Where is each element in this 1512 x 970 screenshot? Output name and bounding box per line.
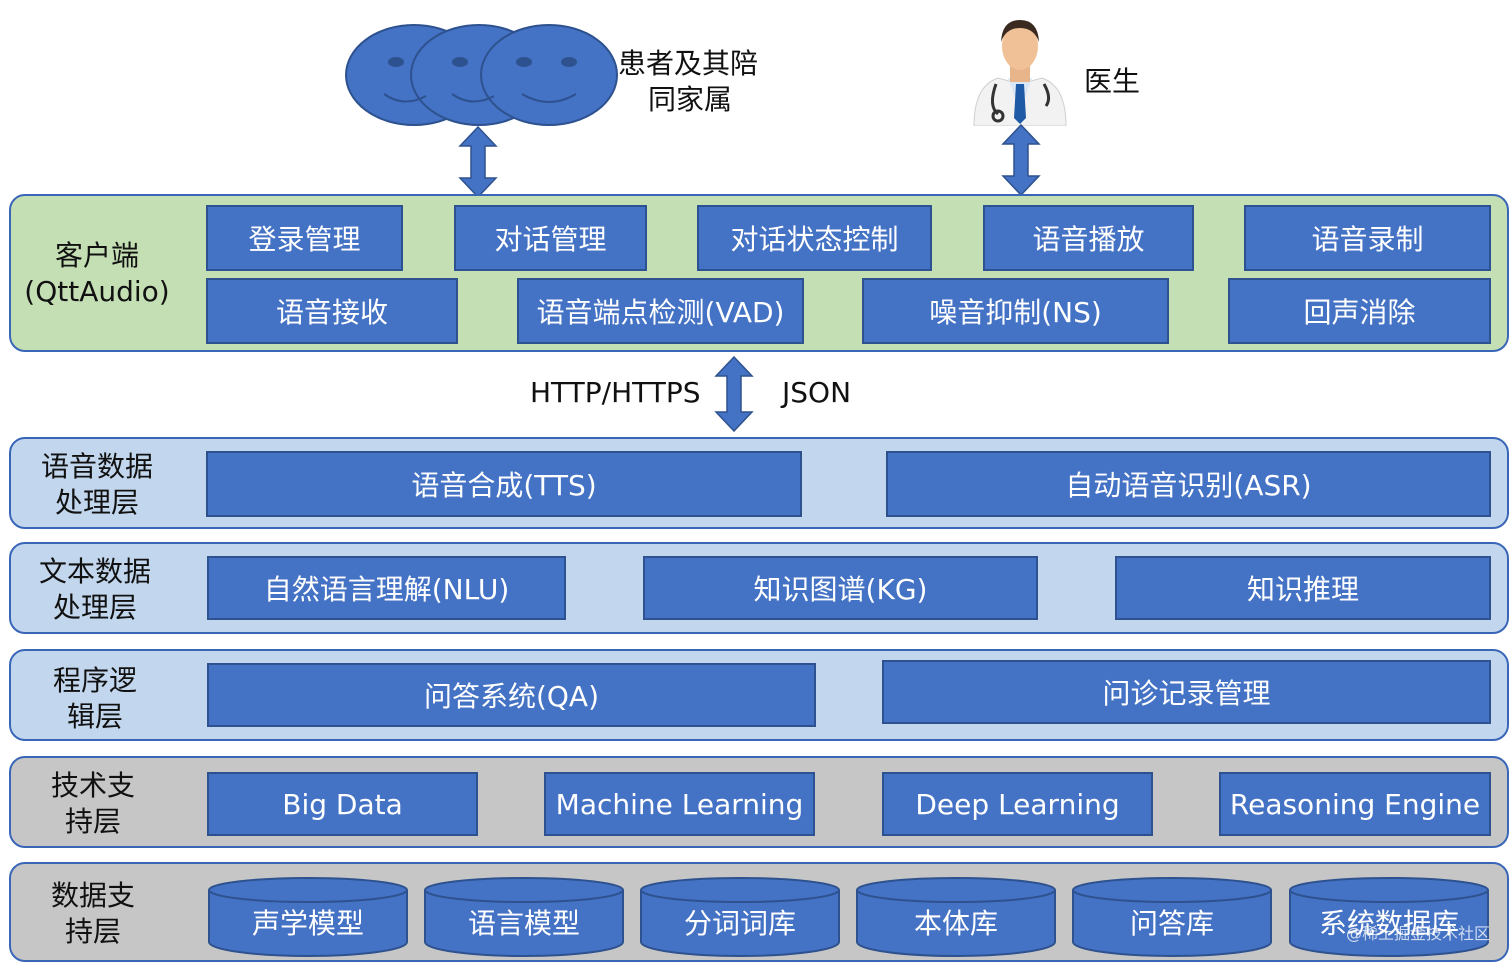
text-label-line2: 处理层 bbox=[52, 591, 137, 624]
data-label-line1: 数据支 bbox=[50, 879, 135, 912]
logic-label-line2: 辑层 bbox=[66, 700, 123, 733]
watermark: @稀土掘金技术社区 bbox=[1345, 924, 1490, 943]
qa-system-box: 问答系统(QA) bbox=[207, 663, 816, 727]
dialog-management-box: 对话管理 bbox=[454, 205, 647, 271]
language-model-label: 语言模型 bbox=[467, 907, 580, 940]
database-icon bbox=[1072, 877, 1272, 957]
big-data-box: Big Data bbox=[207, 772, 478, 836]
client-layer-label: 客户端 (QttAudio) bbox=[11, 238, 183, 310]
dialog-state-control-box: 对话状态控制 bbox=[697, 205, 932, 271]
qa-db-label: 问答库 bbox=[1129, 907, 1214, 940]
acoustic-model-label: 声学模型 bbox=[251, 907, 364, 940]
noise-suppression-box: 噪音抑制(NS) bbox=[862, 278, 1169, 344]
database-icon bbox=[424, 877, 624, 957]
nlu-box: 自然语言理解(NLU) bbox=[207, 556, 566, 620]
speech-label-line2: 处理层 bbox=[54, 486, 139, 519]
text-label-line1: 文本数据 bbox=[38, 555, 151, 588]
ontology-label: 本体库 bbox=[913, 907, 998, 940]
database-icon bbox=[1289, 877, 1489, 957]
doctor-label: 医生 bbox=[1084, 65, 1141, 98]
system-db: 系统数据库 bbox=[1288, 876, 1490, 958]
deep-learning-box: Deep Learning bbox=[882, 772, 1153, 836]
tech-label-line2: 持层 bbox=[64, 805, 121, 838]
knowledge-reasoning-box: 知识推理 bbox=[1115, 556, 1491, 620]
protocol-label: HTTP/HTTPS bbox=[530, 376, 701, 409]
tech-layer-label: 技术支 持层 bbox=[11, 768, 175, 840]
ontology-db: 本体库 bbox=[855, 876, 1057, 958]
audio-receive-box: 语音接收 bbox=[206, 278, 458, 344]
database-icon bbox=[208, 877, 408, 957]
patient-faces-icon bbox=[345, 24, 618, 126]
format-label: JSON bbox=[782, 376, 852, 409]
machine-learning-box: Machine Learning bbox=[544, 772, 815, 836]
data-layer-label: 数据支 持层 bbox=[11, 878, 175, 950]
asr-box: 自动语音识别(ASR) bbox=[886, 451, 1491, 517]
audio-recording-box: 语音录制 bbox=[1244, 205, 1491, 271]
speech-layer-label: 语音数据 处理层 bbox=[11, 449, 183, 521]
patient-label-line1: 患者及其陪 bbox=[618, 47, 759, 80]
vad-box: 语音端点检测(VAD) bbox=[517, 278, 804, 344]
tech-label-line1: 技术支 bbox=[50, 769, 135, 802]
system-db-label: 系统数据库 bbox=[1318, 907, 1459, 940]
echo-cancellation-box: 回声消除 bbox=[1228, 278, 1491, 344]
logic-label-line1: 程序逻 bbox=[52, 664, 137, 697]
qa-db: 问答库 bbox=[1071, 876, 1273, 958]
text-layer-label: 文本数据 处理层 bbox=[11, 554, 179, 626]
patient-client-arrow-icon bbox=[458, 126, 498, 198]
client-label-line2: (QttAudio) bbox=[24, 275, 170, 308]
database-icon bbox=[640, 877, 840, 957]
audio-playback-box: 语音播放 bbox=[983, 205, 1194, 271]
reasoning-engine-box: Reasoning Engine bbox=[1219, 772, 1491, 836]
speech-label-line1: 语音数据 bbox=[40, 450, 153, 483]
logic-layer-label: 程序逻 辑层 bbox=[11, 663, 179, 735]
acoustic-model-db: 声学模型 bbox=[207, 876, 409, 958]
database-icon bbox=[856, 877, 1056, 957]
tts-box: 语音合成(TTS) bbox=[206, 451, 802, 517]
doctor-icon bbox=[973, 20, 1067, 126]
segmentation-lexicon-label: 分词词库 bbox=[683, 907, 796, 940]
login-management-box: 登录管理 bbox=[206, 205, 403, 271]
client-label-line1: 客户端 bbox=[54, 239, 139, 272]
knowledge-graph-box: 知识图谱(KG) bbox=[643, 556, 1038, 620]
segmentation-lexicon-db: 分词词库 bbox=[639, 876, 841, 958]
consultation-record-box: 问诊记录管理 bbox=[882, 660, 1491, 724]
patient-label-line2: 同家属 bbox=[648, 83, 733, 116]
http-arrow-icon bbox=[714, 356, 754, 432]
language-model-db: 语言模型 bbox=[423, 876, 625, 958]
data-label-line2: 持层 bbox=[64, 915, 121, 948]
doctor-client-arrow-icon bbox=[1001, 124, 1041, 196]
